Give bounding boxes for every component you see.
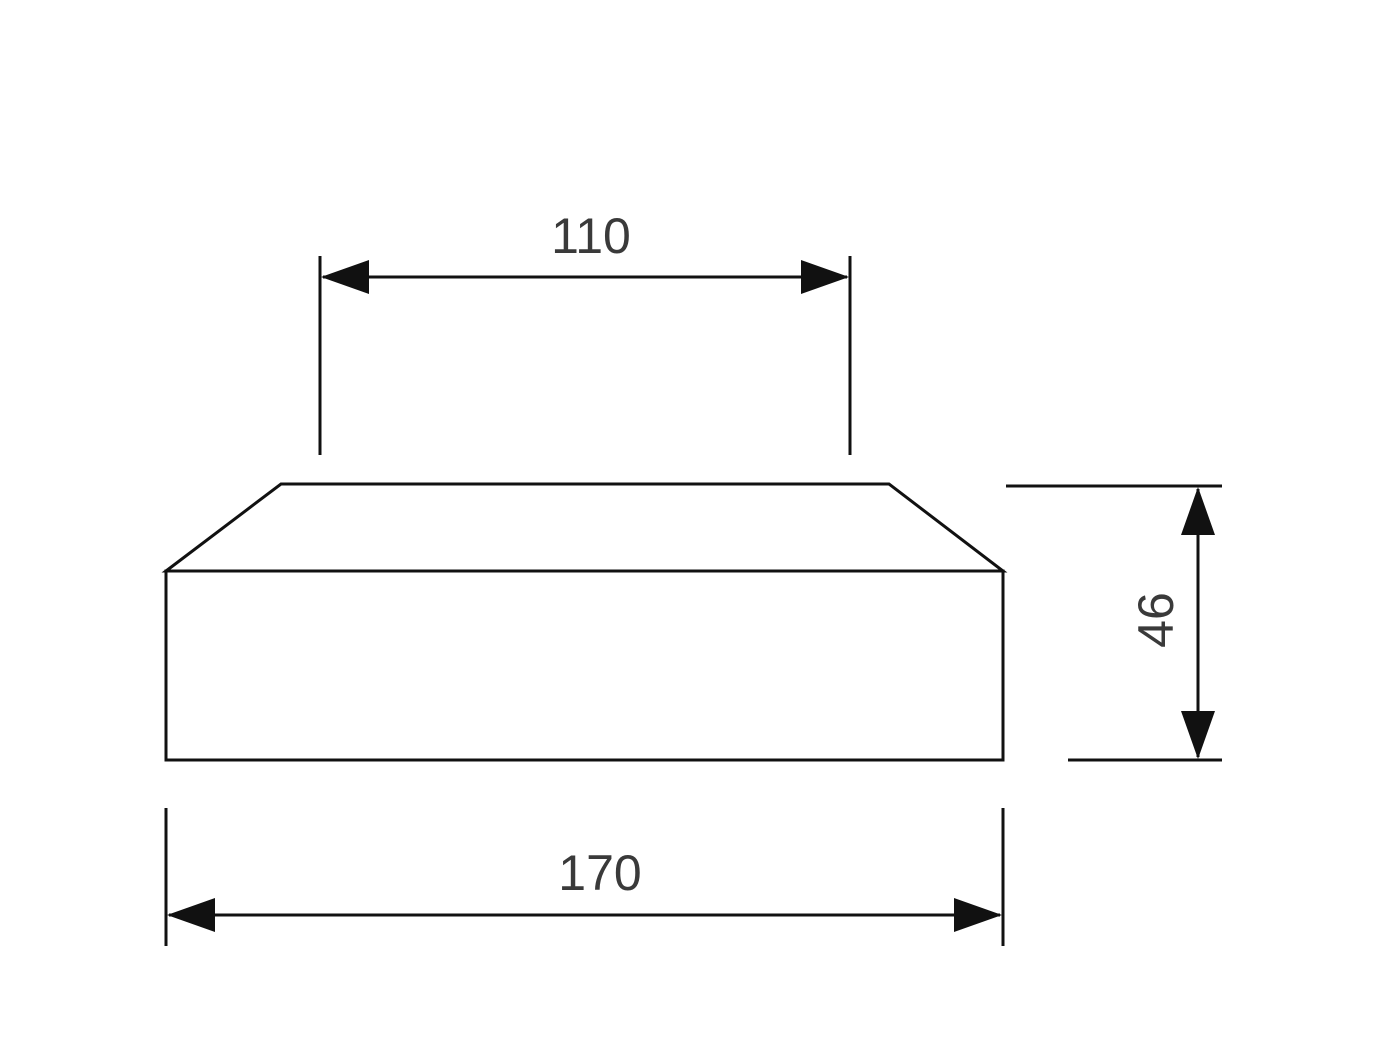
- dimension-label-bottom-width: 170: [558, 845, 641, 901]
- part-outline: [161, 482, 1008, 762]
- part-chamfer-top: [161, 482, 1008, 573]
- dimension-top-width: [318, 256, 852, 455]
- part-base-block: [164, 569, 1005, 762]
- dimension-height: [1006, 484, 1222, 762]
- dimension-bottom-width: [164, 808, 1005, 946]
- dimension-label-height: 46: [1128, 592, 1184, 648]
- dimension-label-top-width: 110: [551, 208, 631, 264]
